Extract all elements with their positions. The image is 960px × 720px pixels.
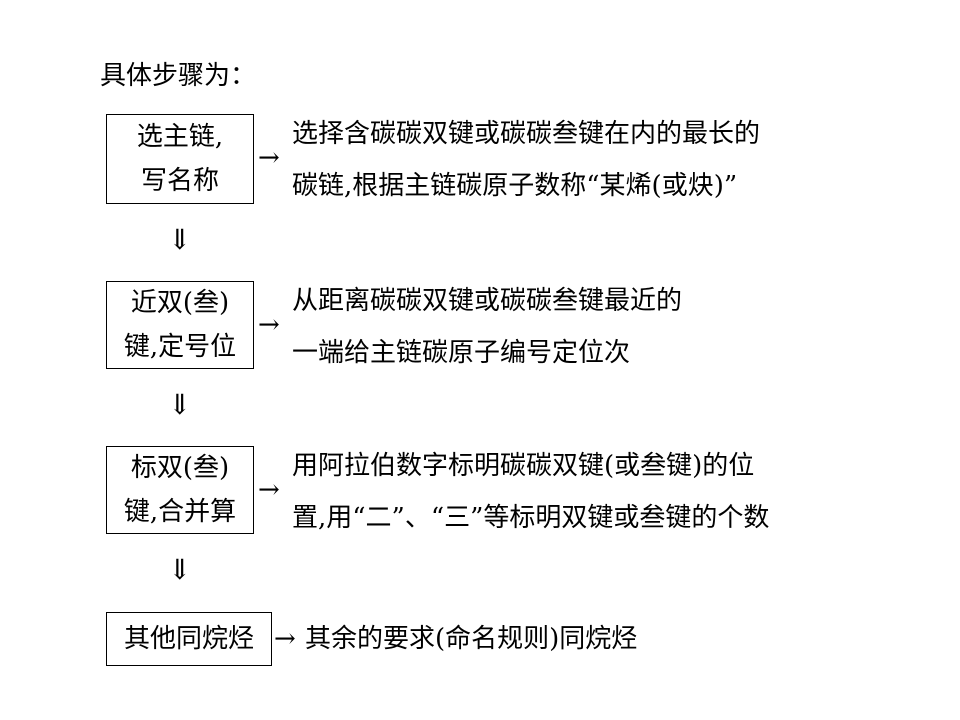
- down-arrow-icon-2: ⇓: [168, 388, 192, 421]
- down-arrow-icon-3: ⇓: [168, 553, 192, 586]
- step-2-desc-line-2: 一端给主链碳原子编号定位次: [292, 338, 631, 368]
- step-4-right-arrow-icon: →: [274, 624, 296, 654]
- step-1-box-line-2: 写名称: [140, 166, 219, 196]
- step-3-description: 用阿拉伯数字标明碳碳双键(或叁键)的位 置,用“二”、“三”等标明双键或叁键的个…: [292, 440, 769, 544]
- step-4-desc-line-1: 其余的要求(命名规则)同烷烃: [305, 624, 638, 654]
- step-3-right-arrow-icon: →: [258, 475, 280, 505]
- step-1-box-line-1: 选主链,: [136, 122, 224, 152]
- step-3-box-line-1: 标双(叁): [130, 453, 230, 483]
- step-1-desc-line-2: 碳链,根据主链碳原子数称“某烯(或炔)”: [292, 171, 738, 201]
- heading: 具体步骤为：: [100, 61, 257, 91]
- down-arrow-icon-1: ⇓: [168, 223, 192, 256]
- step-2-desc-line-1: 从距离碳碳双键或碳碳叁键最近的: [292, 286, 683, 316]
- step-1-description: 选择含碳碳双键或碳碳叁键在内的最长的 碳链,根据主链碳原子数称“某烯(或炔)”: [292, 108, 760, 212]
- step-3-box: 标双(叁) 键,合并算: [106, 446, 254, 534]
- step-2-box-line-1: 近双(叁): [130, 288, 230, 318]
- step-4-box-line-1: 其他同烷烃: [123, 624, 254, 654]
- step-2-box-line-2: 键,定号位: [123, 332, 237, 362]
- step-3-box-line-2: 键,合并算: [123, 497, 237, 527]
- step-1-desc-line-1: 选择含碳碳双键或碳碳叁键在内的最长的: [292, 119, 761, 149]
- step-2-box: 近双(叁) 键,定号位: [106, 281, 254, 369]
- step-4-description: 其余的要求(命名规则)同烷烃: [305, 613, 637, 665]
- step-2-description: 从距离碳碳双键或碳碳叁键最近的 一端给主链碳原子编号定位次: [292, 275, 682, 379]
- step-1-box: 选主链, 写名称: [106, 114, 254, 204]
- step-3-desc-line-1: 用阿拉伯数字标明碳碳双键(或叁键)的位: [292, 451, 755, 481]
- step-2-right-arrow-icon: →: [258, 310, 280, 340]
- step-4-box: 其他同烷烃: [106, 612, 272, 666]
- step-1-right-arrow-icon: →: [258, 143, 280, 173]
- step-3-desc-line-2: 置,用“二”、“三”等标明双键或叁键的个数: [292, 503, 770, 533]
